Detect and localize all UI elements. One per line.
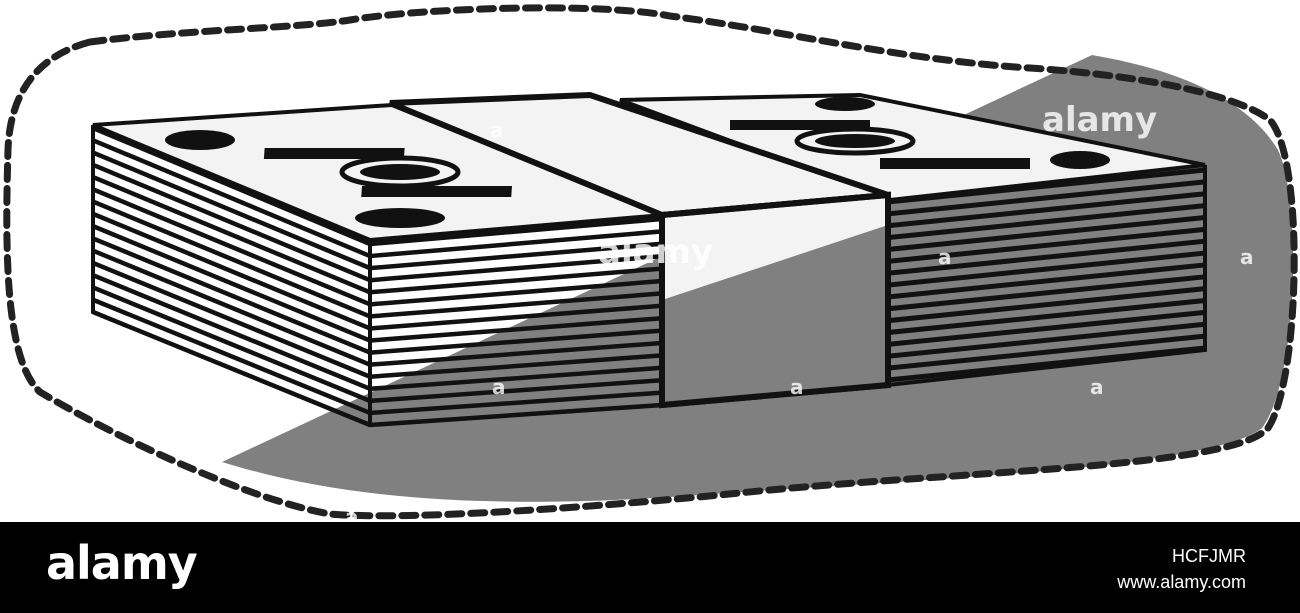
bill-edge-line [92, 248, 371, 367]
bill-edge-line [369, 216, 663, 247]
stack-edge-left [91, 125, 371, 427]
bill-edge-line [887, 250, 1206, 288]
dashed-cut-outline [3, 4, 1298, 520]
bill-bar [361, 186, 512, 197]
bill-corner [355, 208, 445, 228]
bill-edge-line [369, 390, 663, 416]
bill-edge-line [887, 226, 1206, 264]
watermark: alamy [598, 232, 714, 272]
bill-corner [1050, 151, 1110, 169]
stack-edge-right [887, 165, 1207, 387]
bill-edge-line [92, 125, 371, 247]
bill-edge-line [887, 214, 1206, 252]
stock-footer-bar: alamy HCFJMR www.alamy.com [0, 522, 1300, 613]
bill-portrait-inner [815, 134, 895, 148]
bill-corner [815, 97, 875, 111]
bill-edge-line [92, 174, 371, 295]
bill-edge-line [92, 236, 371, 355]
bill-edge-line [887, 179, 1206, 217]
bill-edge-line [92, 187, 371, 307]
bill-portrait-inner [360, 164, 440, 180]
top-banknote [92, 92, 1206, 243]
bill-edge-line [92, 273, 371, 391]
bill-edge-line [92, 297, 371, 416]
bill-edge-line [887, 203, 1206, 241]
bill-edge-line [887, 191, 1206, 229]
bill-edge-line [369, 328, 663, 355]
watermark: a [938, 245, 952, 269]
bill-edge-line [369, 315, 663, 343]
bill-edge-line [92, 285, 371, 403]
bill-edge-line [369, 278, 663, 307]
bill-edge-line [369, 253, 663, 283]
bill-corner [165, 130, 235, 150]
bill-edge-line [887, 298, 1206, 336]
bill-edge-line [92, 260, 371, 379]
money-band [388, 91, 891, 409]
stack-edge-front [368, 240, 663, 428]
watermark: a [790, 375, 804, 399]
stack-front-side [369, 216, 663, 428]
bill-edge-line [887, 274, 1206, 312]
bill-edge-line [369, 241, 663, 271]
money-stack-sticker-illustration [3, 4, 1298, 520]
bill-edge-line [92, 199, 371, 319]
bill-portrait [794, 126, 916, 156]
stack-right-side [887, 167, 1206, 383]
bill-edge-line [369, 377, 663, 404]
bill-edge-line [92, 162, 371, 283]
bill-edge-line [887, 167, 1206, 205]
bill-edge-line [887, 309, 1206, 347]
bill-edge-line [92, 224, 371, 343]
bill-edge-line [887, 262, 1206, 300]
bill-bar [263, 148, 405, 159]
watermark: a [490, 118, 504, 142]
bill-edge-line [887, 333, 1206, 371]
watermark: a [492, 375, 506, 399]
bill-edge-line [369, 291, 663, 319]
bill-edge-line [887, 345, 1206, 383]
bill-edge-line [369, 266, 663, 295]
bill-edge-line [369, 303, 663, 331]
bill-bar [880, 158, 1030, 169]
bill-edge-line [887, 321, 1206, 359]
bill-edge-line [369, 340, 663, 367]
watermark: alamy [1042, 100, 1158, 140]
bill-edge-line [369, 229, 663, 259]
image-id: HCFJMR [1172, 546, 1246, 566]
bill-edge-line [92, 150, 371, 271]
site-url: www.alamy.com [1117, 572, 1246, 592]
watermark: a [1240, 245, 1254, 269]
band-shadow [662, 225, 888, 405]
bill-edge-line [887, 286, 1206, 324]
bill-edge-line [887, 238, 1206, 276]
bill-edge-line [92, 138, 371, 259]
bill-edge-line [369, 365, 663, 392]
bill-bar [730, 120, 870, 130]
bill-portrait [339, 155, 461, 189]
bill-edge-line [369, 353, 663, 379]
bill-edge-line [92, 211, 371, 331]
watermark: a [1090, 375, 1104, 399]
stack-outline [91, 125, 1207, 428]
alamy-logo: alamy [46, 536, 198, 590]
